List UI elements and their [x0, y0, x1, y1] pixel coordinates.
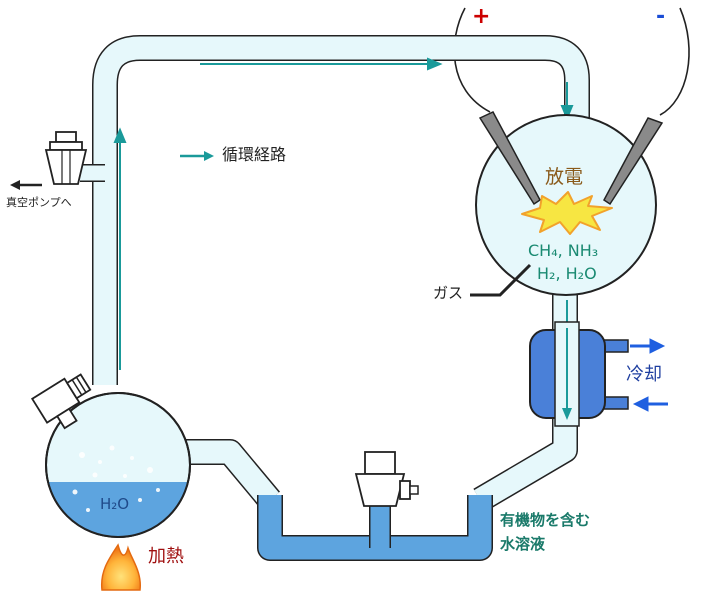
electrode-wires — [453, 7, 690, 116]
vacuum-pump-label: 真空ポンプへ — [6, 196, 72, 209]
vacuum-arrow — [10, 180, 42, 190]
gas-pointer-label: ガス — [433, 284, 464, 302]
electrodes — [478, 111, 664, 206]
boiling-flask — [45, 392, 191, 538]
spark-label: 放電 — [545, 166, 584, 188]
gas-formula-1: CH₄, NH₃ — [528, 241, 599, 260]
heating-label: 加熱 — [148, 546, 184, 567]
flame — [100, 543, 141, 591]
trap-label-line1: 有機物を含む — [500, 511, 591, 529]
legend-label: 循環経路 — [222, 145, 287, 164]
vacuum-valve — [44, 131, 88, 185]
gas-pointer-line — [470, 263, 532, 297]
gas-formula-2: H₂, H₂O — [537, 264, 597, 283]
condenser — [529, 321, 629, 427]
trap-label-line2: 水溶液 — [500, 535, 546, 553]
trap-valve — [354, 451, 419, 507]
spark-burst — [521, 191, 613, 235]
flask-water-label: H₂O — [100, 495, 130, 513]
plus-label: + — [472, 4, 491, 29]
cooling-flow-arrows — [630, 338, 668, 412]
legend-arrow — [180, 151, 214, 161]
flask-valve — [30, 373, 92, 430]
minus-label: - — [656, 4, 666, 29]
cooling-label: 冷却 — [626, 364, 662, 385]
glass-tubing — [78, 35, 590, 561]
